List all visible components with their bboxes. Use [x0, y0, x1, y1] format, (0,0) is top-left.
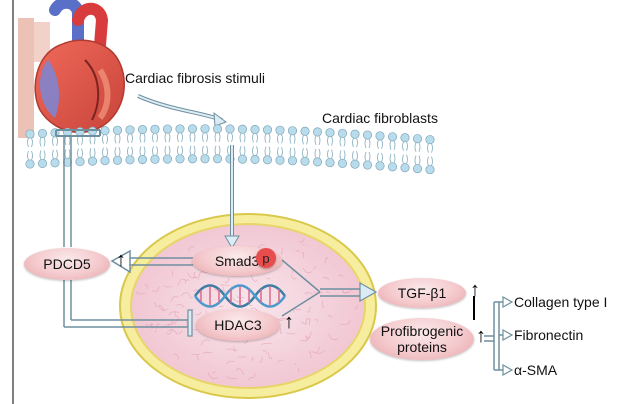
pdcd5-inhibits-hdac3: [63, 280, 193, 337]
tgf-up-icon: ↑: [470, 279, 480, 301]
profibrogenic-node: Profibrogenic proteins: [370, 318, 474, 360]
profibrogenic-label-line1: Profibrogenic: [380, 323, 464, 339]
pdcd5-node: PDCD5: [24, 248, 110, 280]
tgf-label: TGF-β1: [397, 285, 447, 301]
fibroblasts-label: Cardiac fibroblasts: [322, 110, 438, 126]
smad3-to-pdcd5-arrow: [110, 249, 193, 274]
stimuli-label: Cardiac fibrosis stimuli: [125, 70, 266, 86]
smad3-label: Smad3: [214, 253, 260, 269]
pdcd5-label: PDCD5: [43, 256, 91, 272]
hdac3-up-icon: ↑: [284, 311, 294, 333]
hdac3-label: HDAC3: [214, 317, 262, 333]
asma-label: α-SMA: [514, 362, 558, 378]
dna-helix-icon: [193, 284, 287, 308]
profibrogenic-label-line2: proteins: [397, 339, 447, 355]
phosphorylation-badge: p: [256, 248, 276, 268]
fibronectin-label: Fibronectin: [514, 327, 584, 343]
hdac3-node: HDAC3: [196, 309, 280, 341]
profibrogenic-up-icon: ↑: [476, 325, 486, 347]
pdcd5-inhibits-stimuli: [55, 129, 101, 247]
tgf-node: TGF-β1: [378, 278, 466, 308]
collagen-label: Collagen type I: [514, 294, 608, 310]
heart-icon: [18, 0, 125, 138]
to-tgf-arrow: [281, 259, 378, 317]
products-bracket-arrows: [484, 295, 514, 377]
cell-membrane: [25, 124, 435, 175]
pdcd5-up-icon: ↑: [116, 249, 126, 271]
